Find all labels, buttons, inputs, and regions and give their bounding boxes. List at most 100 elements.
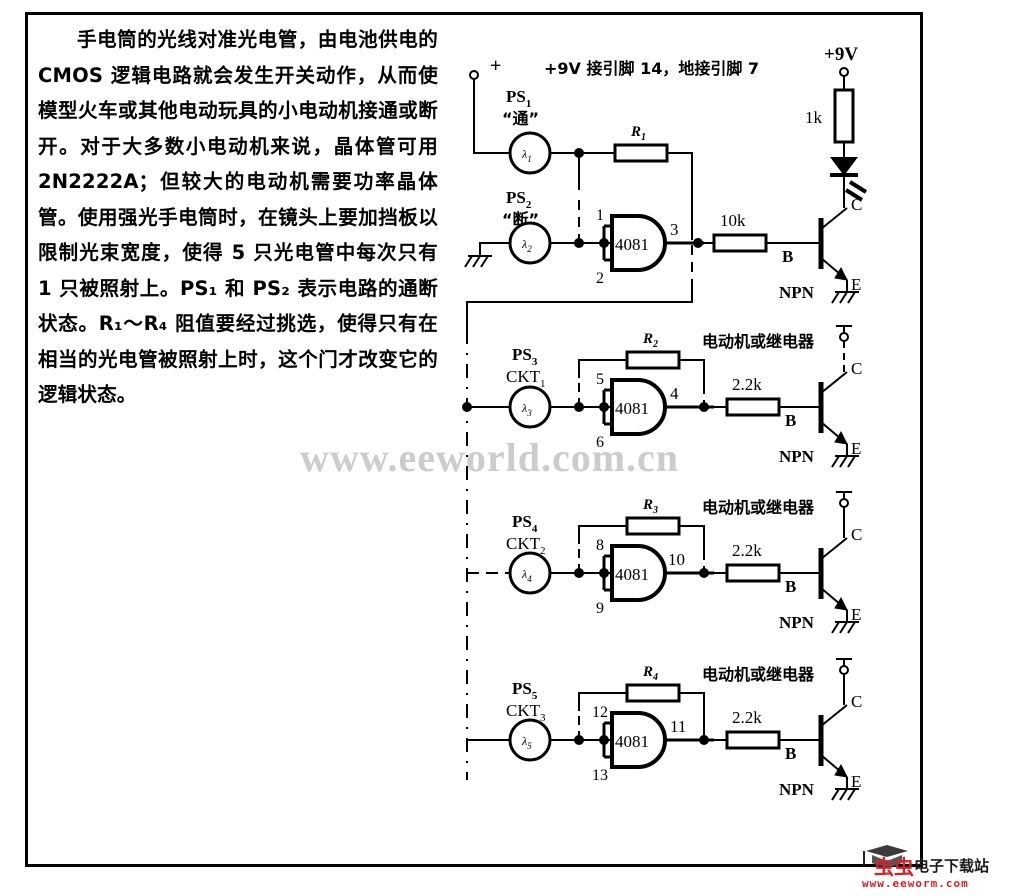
ps1-state-label: “通” — [502, 109, 539, 128]
stage3-terminal-c: C — [851, 525, 862, 544]
resistor-10k-label: 10k — [720, 211, 746, 230]
ps1-label: PS1 — [506, 87, 531, 110]
and-gate-3-label: 4081 — [615, 565, 649, 584]
stage2-terminal-e: E — [851, 439, 861, 458]
photocell-ps3 — [508, 385, 552, 429]
load-terminal-stage3 — [839, 498, 849, 508]
footer-url[interactable]: www.eeworm.com — [862, 877, 969, 890]
supply-note: +9V 接引脚 14，地接引脚 7 — [544, 59, 759, 78]
and-gate-2 — [610, 378, 667, 436]
photocell-ps2-label: λ2 — [521, 237, 532, 254]
photocell-ps5 — [508, 718, 552, 762]
stage-3: PS4 CKT2 λ4 R3 4081 8 9 10 2.2k B — [467, 491, 862, 634]
resistor-2k2-stage2-label: 2.2k — [732, 375, 762, 394]
stage3-terminal-e: E — [851, 605, 861, 624]
wire-supply-to-ps1 — [473, 79, 510, 154]
load-terminal-stage4 — [839, 665, 849, 675]
and-gate-1-label: 4081 — [615, 235, 649, 254]
resistor-r2-label: R2 — [642, 331, 658, 350]
stage1-transistor-type: NPN — [779, 283, 815, 302]
gate2-pin-5: 5 — [596, 371, 604, 388]
led-indicator — [830, 157, 868, 202]
supply-9v-label: +9V — [824, 44, 858, 65]
circuit-diagram: +9V 接引脚 14，地接引脚 7 + PS1 “通” λ1 R1 PS2 “断… — [462, 44, 868, 801]
photocell-ps4-label: λ4 — [521, 567, 532, 584]
wire-r3-left — [578, 525, 627, 544]
and-gate-4 — [610, 711, 667, 769]
wire-r4-right — [679, 692, 705, 740]
stage-2: PS3 CKT1 λ3 R2 4081 5 6 4 2.2k — [462, 325, 862, 468]
resistor-1k — [833, 88, 855, 144]
junction-out10 — [699, 568, 709, 578]
and-gate-4-label: 4081 — [615, 732, 649, 751]
ps2-label: PS2 — [506, 188, 532, 211]
stage1-terminal-b: B — [782, 247, 793, 266]
junction-out11 — [699, 735, 709, 745]
transistor-npn-4 — [818, 704, 848, 778]
gate1-pin-1: 1 — [596, 207, 604, 224]
stage4-terminal-c: C — [851, 692, 862, 711]
stage3-load-label: 电动机或继电器 — [702, 498, 815, 517]
resistor-2k2-stage3 — [725, 563, 781, 583]
gate3-pin-10: 10 — [668, 550, 685, 569]
stage4-load-label: 电动机或继电器 — [702, 665, 815, 684]
photocell-ps4 — [508, 551, 552, 595]
photocell-ps1 — [508, 131, 552, 175]
transistor-npn-2 — [818, 371, 848, 445]
body-paragraph: 手电筒的光线对准光电管，由电池供电的 CMOS 逻辑电路就会发生开关动作，从而使… — [38, 28, 438, 406]
ps3-label: PS3 — [512, 345, 538, 368]
ground-symbol-ps2 — [464, 255, 492, 268]
junction-ps2 — [574, 238, 584, 248]
load-plus-stage4 — [836, 658, 852, 666]
bug-mascot-left: 虫 — [874, 855, 894, 879]
resistor-10k — [712, 233, 768, 253]
resistor-r4 — [625, 683, 681, 703]
stage4-transistor-type: NPN — [779, 780, 815, 799]
gate3-input-stubs — [602, 554, 612, 592]
and-gate-1: 4081 — [602, 214, 692, 272]
gate2-pin-4: 4 — [670, 384, 679, 403]
gate3-pin-8: 8 — [596, 537, 604, 554]
junction-out4 — [699, 402, 709, 412]
gate3-pin-9: 9 — [596, 600, 604, 617]
page-border — [25, 12, 923, 867]
gate1-pin-2: 2 — [596, 270, 604, 287]
bug-mascot-right: 虫 — [894, 855, 914, 879]
resistor-r3-label: R3 — [642, 497, 658, 516]
stage3-transistor-type: NPN — [779, 613, 815, 632]
gate1-pin-3: 3 — [670, 220, 679, 239]
and-gate-3 — [610, 544, 667, 602]
resistor-r3 — [625, 516, 681, 536]
wire-r1-right — [667, 152, 693, 240]
gate2-input-stubs — [602, 388, 612, 426]
junction-out3 — [693, 238, 703, 248]
resistor-r1 — [613, 143, 669, 163]
gate4-pin-12: 12 — [592, 704, 608, 721]
footer-brand-name: 电子下载站 — [914, 857, 990, 875]
ground-symbol-emitter2 — [831, 455, 859, 468]
resistor-r2 — [625, 350, 681, 370]
bus-wire-horizontal — [466, 282, 693, 330]
photocell-ps2 — [508, 221, 552, 265]
ground-symbol-emitter1 — [831, 291, 859, 304]
ckt1-label: CKT1 — [506, 367, 546, 390]
wire-r4-left — [578, 692, 627, 711]
resistor-r1-label: R1 — [630, 124, 646, 143]
transistor-npn-1 — [818, 207, 848, 281]
supply-9v-terminal — [839, 67, 849, 77]
stage4-terminal-b: B — [785, 744, 796, 763]
supply-plus-sign: + — [490, 55, 501, 77]
stage4-terminal-e: E — [851, 772, 861, 791]
gate2-pin-6: 6 — [596, 434, 604, 451]
supply-positive-terminal — [469, 70, 479, 80]
graduation-cap-icon — [863, 845, 908, 867]
wire-r3-right — [679, 525, 705, 551]
resistor-2k2-stage2 — [725, 397, 781, 417]
resistor-2k2-stage3-label: 2.2k — [732, 541, 762, 560]
wire-r2-right — [679, 359, 705, 385]
load-plus-stage2 — [836, 325, 852, 333]
gate4-input-stubs — [602, 721, 612, 759]
resistor-2k2-stage4-label: 2.2k — [732, 708, 762, 727]
photocell-ps5-label: λ5 — [521, 734, 532, 751]
